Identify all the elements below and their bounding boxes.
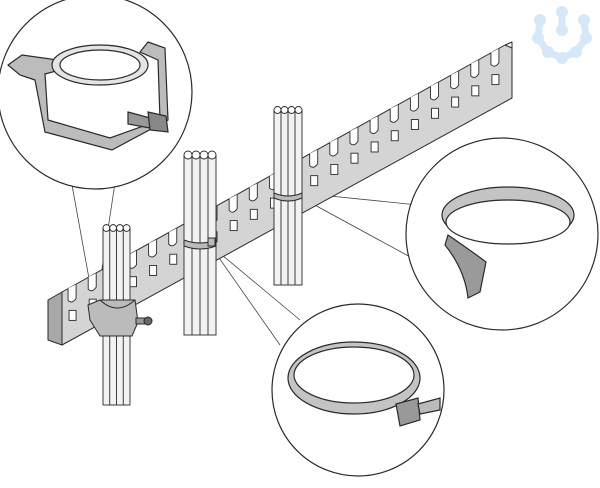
rail-slot — [389, 104, 399, 142]
detail-clamp — [0, 0, 193, 190]
rail-slot — [490, 48, 500, 86]
rail-slot — [369, 115, 379, 153]
detail-cable-tie — [271, 303, 445, 477]
logo-icon — [532, 6, 592, 64]
rail-slot — [329, 138, 339, 175]
rail-slot — [148, 239, 158, 276]
rail-slot — [309, 149, 319, 187]
rail-slot — [430, 82, 439, 119]
rail-slot — [168, 228, 178, 265]
rail-slot — [248, 183, 258, 220]
rail-slot — [450, 71, 460, 108]
rail-slot — [67, 284, 77, 321]
rail-slot — [349, 127, 359, 164]
rail-slot — [228, 194, 238, 232]
rail-slot — [409, 93, 419, 130]
detail-band — [405, 137, 599, 331]
pipe-clamp — [87, 299, 153, 337]
rail-slot — [470, 59, 480, 97]
cable-ties — [183, 192, 303, 250]
